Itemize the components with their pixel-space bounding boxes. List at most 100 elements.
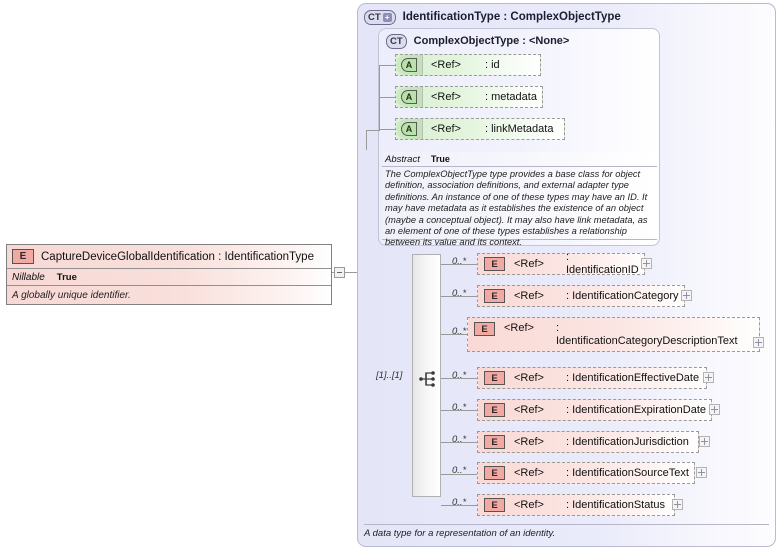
element-row-identification-id[interactable]: E <Ref> : IdentificationID bbox=[477, 251, 645, 276]
element-name: : IdentificationJurisdiction bbox=[565, 435, 689, 448]
attribute-ref: <Ref> bbox=[431, 91, 461, 103]
element-connector-6 bbox=[441, 442, 477, 443]
element-row-identification-jurisdiction[interactable]: E <Ref> : IdentificationJurisdiction bbox=[477, 431, 699, 453]
element-name: : IdentificationEffectiveDate bbox=[565, 371, 700, 384]
element-icon: E bbox=[484, 371, 505, 385]
attribute-tree-branch-1 bbox=[379, 65, 395, 66]
base-type-panel-title: ComplexObjectType : <None> bbox=[413, 35, 570, 47]
element-title: CaptureDeviceGlobalIdentification : Iden… bbox=[41, 250, 314, 263]
attribute-tree-branch-2 bbox=[379, 97, 395, 98]
expand-icon[interactable] bbox=[641, 258, 652, 269]
element-name: : IdentificationID bbox=[565, 251, 639, 276]
cardinality-label: 0..* bbox=[452, 256, 467, 267]
element-row-identification-category[interactable]: E <Ref> : IdentificationCategory bbox=[477, 285, 685, 307]
element-icon: E bbox=[484, 403, 505, 417]
cardinality-label: 0..* bbox=[452, 402, 467, 413]
cardinality-label: 0..* bbox=[452, 434, 467, 445]
element-name: : IdentificationExpirationDate bbox=[565, 403, 706, 416]
expand-icon[interactable] bbox=[709, 404, 720, 415]
expand-icon[interactable] bbox=[699, 436, 710, 447]
element-connector-7 bbox=[441, 474, 477, 475]
complex-type-badge-label: CT bbox=[368, 11, 381, 23]
base-complex-type-badge-label: CT bbox=[390, 35, 403, 47]
expand-icon[interactable] bbox=[681, 290, 692, 301]
attribute-tree-inlet-vertical bbox=[366, 130, 367, 150]
element-icon: E bbox=[12, 249, 34, 264]
element-ref: <Ref> bbox=[514, 467, 544, 479]
cardinality-label: 0..* bbox=[452, 288, 467, 299]
sequence-compositor-icon bbox=[419, 371, 435, 387]
type-panel-footer-documentation: A data type for a representation of an i… bbox=[364, 524, 769, 539]
attribute-icon: A bbox=[401, 122, 417, 136]
attribute-icon-tab: A bbox=[396, 87, 423, 107]
attribute-name: : metadata bbox=[484, 91, 537, 103]
attribute-name: : id bbox=[484, 59, 500, 71]
element-connector-1 bbox=[441, 264, 477, 265]
collapse-toggle-icon[interactable] bbox=[334, 267, 345, 278]
element-icon: E bbox=[484, 466, 505, 480]
expand-plus-icon[interactable]: + bbox=[382, 12, 392, 22]
element-icon: E bbox=[484, 289, 505, 303]
attribute-icon: A bbox=[401, 58, 417, 72]
element-icon: E bbox=[474, 322, 495, 336]
element-icon: E bbox=[484, 435, 505, 449]
expand-icon[interactable] bbox=[696, 467, 707, 478]
base-type-panel-header: CT ComplexObjectType : <None> bbox=[379, 29, 659, 50]
attribute-name: : linkMetadata bbox=[484, 123, 554, 135]
attribute-tree-inlet bbox=[366, 130, 380, 131]
element-name: : IdentificationCategory bbox=[565, 289, 679, 302]
element-ref: <Ref> bbox=[504, 322, 534, 334]
element-row-identification-effective-date[interactable]: E <Ref> : IdentificationEffectiveDate bbox=[477, 367, 707, 389]
element-ref: <Ref> bbox=[514, 290, 544, 302]
base-complex-type-icon: CT bbox=[386, 33, 407, 49]
attribute-row-metadata[interactable]: A <Ref> : metadata bbox=[395, 86, 543, 108]
attribute-tree-branch-3 bbox=[379, 129, 395, 130]
element-name: : IdentificationStatus bbox=[565, 498, 666, 511]
type-panel-title: IdentificationType : ComplexObjectType bbox=[402, 11, 621, 23]
cardinality-label: 0..* bbox=[452, 326, 467, 337]
element-row-identification-source-text[interactable]: E <Ref> : IdentificationSourceText bbox=[477, 462, 695, 484]
element-connector-3 bbox=[441, 334, 477, 335]
element-icon: E bbox=[484, 498, 505, 512]
element-ref: <Ref> bbox=[514, 372, 544, 384]
element-ref: <Ref> bbox=[514, 404, 544, 416]
abstract-row: Abstract True bbox=[382, 152, 657, 167]
element-icon: E bbox=[484, 257, 505, 271]
attribute-ref: <Ref> bbox=[431, 59, 461, 71]
abstract-documentation-block: Abstract True The ComplexObjectType type… bbox=[382, 152, 657, 247]
attribute-row-linkmetadata[interactable]: A <Ref> : linkMetadata bbox=[395, 118, 565, 140]
complex-type-icon: CT+ bbox=[364, 9, 396, 25]
element-row-identification-expiration-date[interactable]: E <Ref> : IdentificationExpirationDate bbox=[477, 399, 712, 421]
attribute-icon-tab: A bbox=[396, 55, 423, 75]
element-property-row: Nillable True bbox=[7, 269, 331, 286]
cardinality-label: 0..* bbox=[452, 465, 467, 476]
element-documentation: A globally unique identifier. bbox=[12, 289, 131, 301]
element-row-identification-status[interactable]: E <Ref> : IdentificationStatus bbox=[477, 494, 675, 516]
sequence-cardinality: [1]..[1] bbox=[376, 370, 403, 381]
attribute-row-id[interactable]: A <Ref> : id bbox=[395, 54, 541, 76]
expand-icon[interactable] bbox=[672, 499, 683, 510]
element-connector-8 bbox=[441, 505, 477, 506]
property-value: True bbox=[56, 271, 77, 283]
expand-icon[interactable] bbox=[753, 337, 764, 348]
element-name: : IdentificationCategoryDescriptionText bbox=[555, 322, 738, 347]
property-key: Nillable bbox=[12, 271, 45, 283]
base-type-documentation: The ComplexObjectType type provides a ba… bbox=[385, 169, 648, 248]
element-connector-5 bbox=[441, 410, 477, 411]
expand-icon[interactable] bbox=[703, 372, 714, 383]
element-name: : IdentificationSourceText bbox=[565, 466, 689, 479]
element-row-identification-category-description-text[interactable]: E <Ref> : IdentificationCategoryDescript… bbox=[467, 317, 760, 352]
element-box-capture-device-global-identification[interactable]: E CaptureDeviceGlobalIdentification : Id… bbox=[6, 244, 332, 305]
type-panel-header: CT+ IdentificationType : ComplexObjectTy… bbox=[358, 4, 775, 26]
element-connector-4 bbox=[441, 378, 477, 379]
element-ref: <Ref> bbox=[514, 258, 544, 270]
attribute-ref: <Ref> bbox=[431, 123, 461, 135]
cardinality-label: 0..* bbox=[452, 370, 467, 381]
abstract-key: Abstract bbox=[385, 153, 420, 165]
element-box-header: E CaptureDeviceGlobalIdentification : Id… bbox=[7, 245, 331, 269]
attribute-icon-tab: A bbox=[396, 119, 423, 139]
attribute-icon: A bbox=[401, 90, 417, 104]
element-connector-2 bbox=[441, 296, 477, 297]
connector-segment-left bbox=[332, 272, 335, 273]
